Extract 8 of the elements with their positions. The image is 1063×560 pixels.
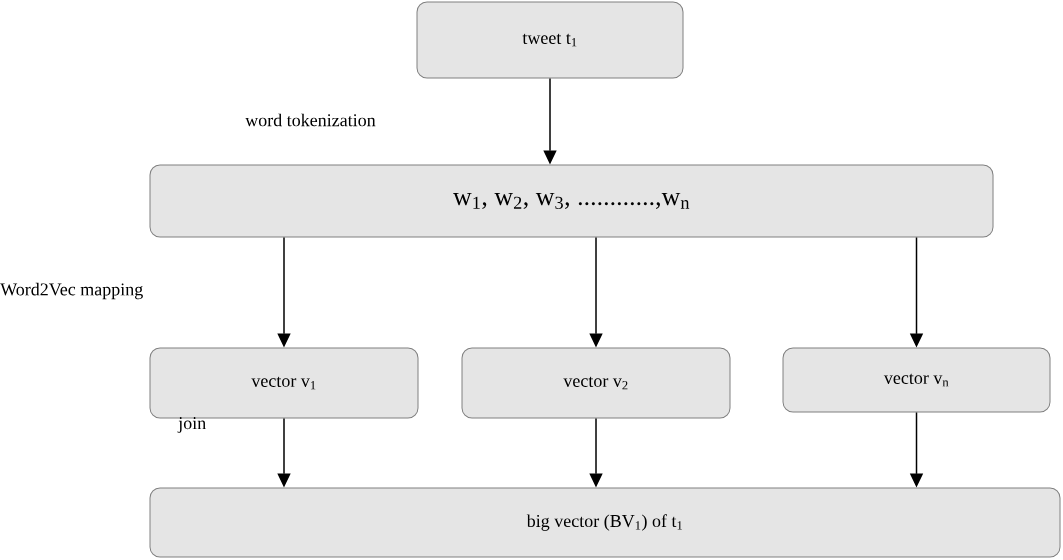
process-box: tweet t$_{1}$ — [416, 1, 684, 79]
step-label: join — [177, 417, 206, 433]
step-label: word tokenization — [245, 113, 376, 127]
process-box: w$_{1}$, w$_{2}$, w$_{3}$, ............,w$_{n}$ — [149, 164, 994, 238]
process-box: big vector (BV$_{1}$) of t$_{1}$ — [149, 487, 1061, 558]
step-label: Word2Vec mapping — [0, 282, 143, 300]
process-box: vector v$_{n}$ — [782, 347, 1051, 413]
process-box: vector v$_{2}$ — [461, 347, 731, 419]
